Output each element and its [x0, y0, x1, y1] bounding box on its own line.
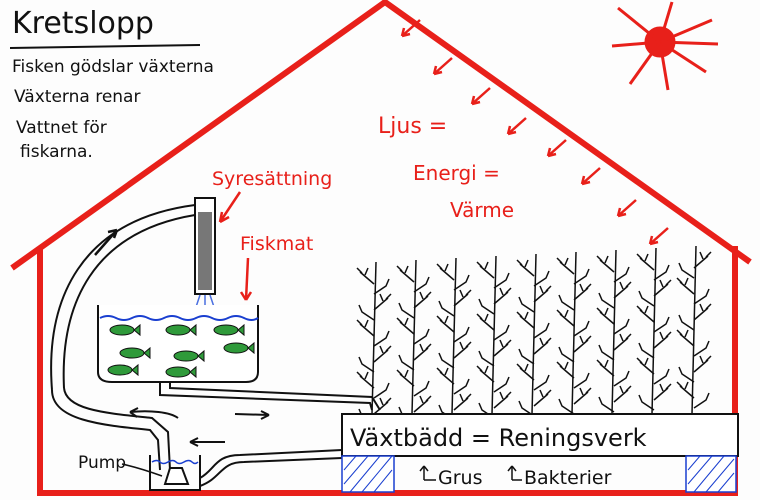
label-light: Ljus =	[378, 114, 447, 139]
label-oxygenation: Syresättning	[212, 168, 332, 190]
fish-icon	[165, 323, 197, 337]
plant-icon	[396, 259, 432, 423]
plant-icon	[676, 245, 712, 415]
light-arrow	[432, 57, 453, 76]
description-line-2: Växterna renar	[14, 87, 140, 107]
oxygenation-column	[194, 197, 216, 308]
label-heat: Värme	[450, 198, 514, 222]
plant-icon	[596, 249, 632, 415]
plants	[356, 245, 712, 425]
description-line-4: fiskarna.	[20, 142, 93, 162]
plant-icon	[636, 247, 672, 415]
light-arrow	[648, 227, 669, 246]
label-plant-bed: Växtbädd = Reningsverk	[350, 424, 647, 452]
label-arrows	[218, 191, 253, 301]
plant-bed	[341, 413, 739, 493]
pump-tank	[149, 455, 201, 491]
fish-icon	[119, 346, 151, 360]
description-line-1: Fisken gödslar växterna	[12, 57, 214, 77]
fish-group	[107, 323, 255, 379]
fish-icon	[213, 323, 245, 337]
light-arrow	[580, 167, 601, 186]
sun-icon	[611, 1, 719, 91]
plant-icon	[436, 257, 472, 421]
label-energy: Energi =	[413, 161, 500, 185]
light-arrow	[470, 87, 491, 106]
label-gravel: Grus	[438, 467, 482, 489]
fish-icon	[165, 365, 197, 379]
plant-icon	[476, 255, 512, 419]
label-pump: Pump	[78, 453, 126, 473]
plant-icon	[516, 253, 552, 417]
fish-icon	[223, 341, 255, 355]
title-underline	[9, 44, 201, 49]
bed-pointer-arrows	[419, 465, 522, 481]
pump-icon	[163, 467, 190, 485]
water-pipes	[50, 204, 381, 487]
light-arrow	[616, 199, 637, 218]
description-line-3: Vattnet för	[16, 118, 107, 138]
diagram-title: Kretslopp	[12, 6, 154, 41]
fish-icon	[173, 349, 205, 363]
pump-pointer	[121, 463, 163, 477]
light-arrow	[546, 139, 567, 158]
light-arrow	[506, 117, 527, 136]
label-bacteria: Bakterier	[524, 467, 612, 489]
light-arrow	[400, 19, 421, 38]
house-outline	[10, 0, 752, 496]
fish-icon	[109, 323, 141, 337]
label-fish-food: Fiskmat	[240, 233, 313, 255]
plant-icon	[556, 251, 592, 415]
fish-icon	[107, 363, 139, 377]
plant-icon	[356, 261, 392, 425]
light-arrows	[400, 19, 669, 246]
fish-tank	[97, 305, 259, 383]
